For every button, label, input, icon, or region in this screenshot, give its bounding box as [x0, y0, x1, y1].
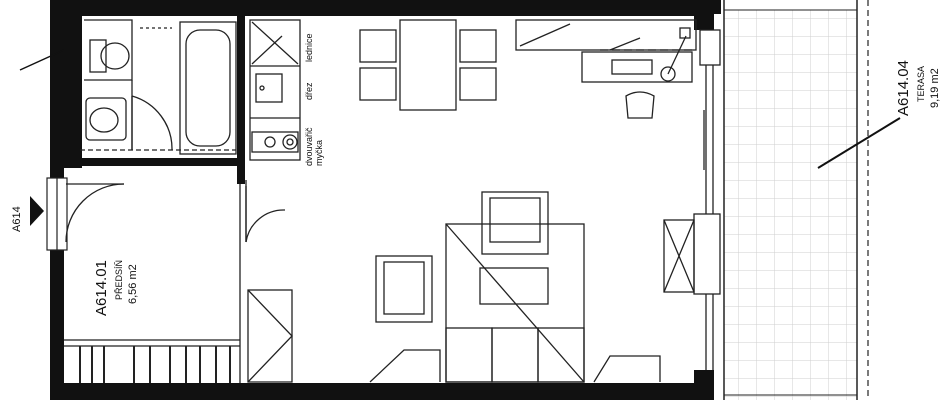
cooktop-icon — [251, 131, 299, 153]
room-id: A614.04 — [895, 60, 912, 116]
dining-chair — [459, 29, 497, 63]
bed-table — [479, 267, 549, 305]
dining-table — [399, 19, 457, 111]
desk — [515, 19, 697, 51]
room-name: PŘEDSÍŇ — [114, 260, 124, 300]
unit-marker: A614 — [11, 196, 44, 232]
interior-walls — [64, 16, 245, 184]
kitchen — [249, 19, 301, 161]
terrace-floor — [723, 0, 869, 400]
lamp-icon — [660, 66, 676, 82]
dining-set — [359, 19, 497, 111]
nightstand-right — [593, 355, 661, 383]
bathroom-door-swing — [131, 95, 173, 151]
hallway — [64, 180, 286, 383]
unit-marker-label: A614 — [11, 206, 23, 232]
fridge-label: lednice — [304, 33, 314, 62]
office-chair-icon — [625, 91, 655, 119]
room-area: 9,19 m2 — [929, 68, 941, 108]
bathtub-icon — [179, 21, 237, 155]
facade-openings — [693, 29, 721, 370]
fridge-icon — [251, 21, 299, 65]
pillow — [445, 327, 493, 383]
armchair-top — [481, 191, 549, 255]
dining-chair — [459, 67, 497, 101]
shelving — [247, 289, 293, 383]
room-area: 6,56 m2 — [127, 264, 139, 304]
sink-icon — [255, 73, 283, 103]
bathroom — [80, 19, 237, 155]
pillow — [537, 327, 585, 383]
workspace — [515, 19, 697, 119]
wc-area — [84, 19, 133, 81]
shelf-unit — [247, 289, 293, 383]
room-label-terrace: A614.04 TERASA 9,19 m2 — [895, 60, 941, 116]
kitchen-counter — [249, 19, 301, 161]
sink-label: dřez — [304, 82, 314, 100]
desk-unit — [581, 51, 693, 83]
pillow — [491, 327, 539, 383]
room-name: TERASA — [916, 66, 926, 102]
washbasin-icon — [85, 97, 127, 141]
bed — [369, 191, 695, 383]
side-cabinet — [663, 219, 695, 293]
armchair-left — [375, 255, 433, 323]
dishwasher-label: dvouvařič myčka — [304, 125, 324, 166]
leader-line-terrace — [817, 117, 901, 169]
room-id: A614.01 — [93, 260, 110, 316]
exterior-walls — [50, 0, 721, 400]
entrance-opening — [46, 177, 68, 251]
nightstand-left — [369, 349, 441, 383]
toilet-tank-icon — [89, 39, 107, 73]
toilet-bowl-icon — [100, 42, 130, 70]
dining-chair — [359, 29, 397, 63]
room-door-swing — [245, 209, 286, 243]
room-label-hallway: A614.01 PŘEDSÍŇ 6,56 m2 — [93, 260, 139, 316]
dining-chair — [359, 67, 397, 101]
wardrobe-hatching — [79, 346, 231, 383]
entrance-door-swing — [65, 183, 125, 243]
